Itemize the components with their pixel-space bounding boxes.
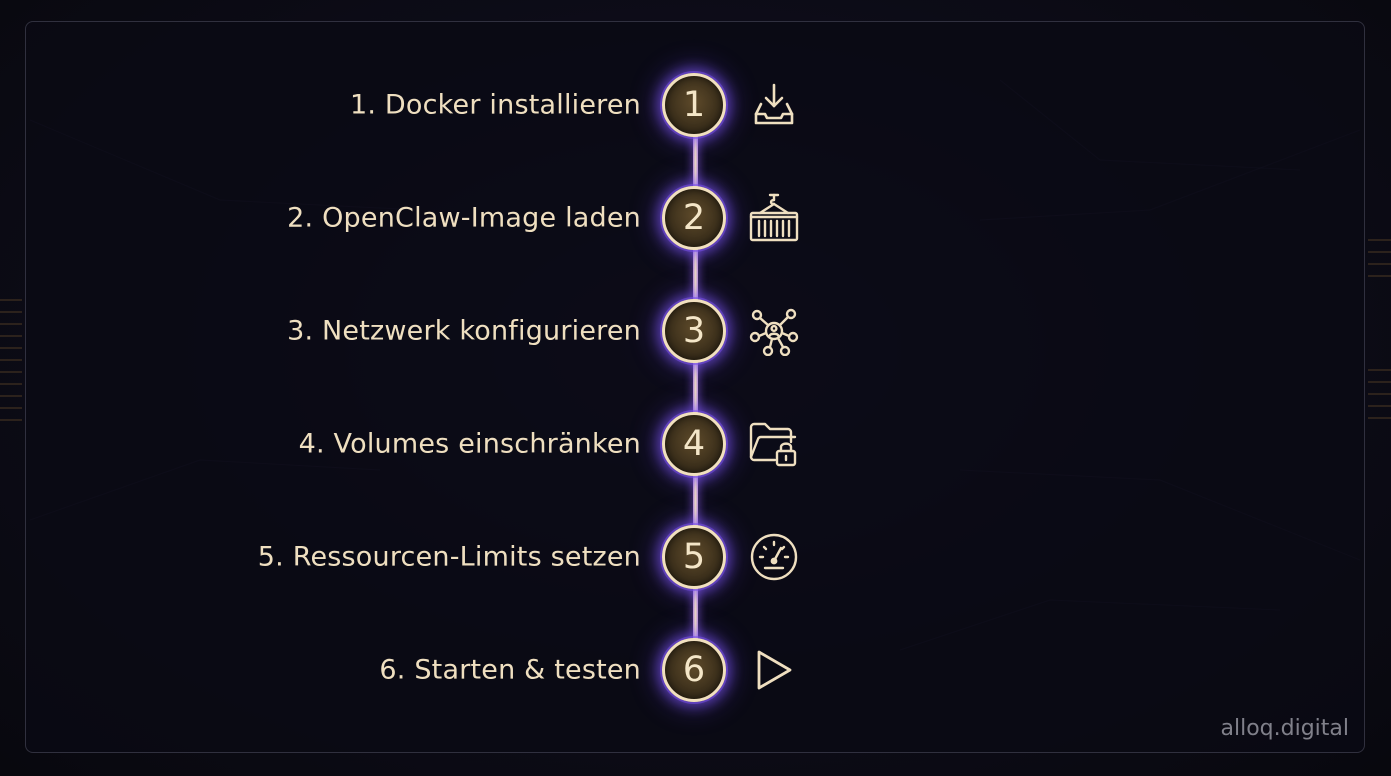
step-label: 6. Starten & testen (379, 654, 641, 686)
step-label: 1. Docker installieren (349, 89, 641, 121)
download-tray-icon (748, 80, 800, 130)
network-nodes-icon (748, 306, 800, 356)
step-label: 2. OpenClaw-Image laden (287, 202, 641, 234)
step-number: 6 (682, 650, 706, 690)
step-number-badge: 4 (662, 412, 726, 476)
step-4: 4. Volumes einschränken 4 (0, 409, 1391, 479)
step-1: 1. Docker installieren 1 (0, 70, 1391, 140)
timeline-connector (693, 105, 698, 670)
step-label: 4. Volumes einschränken (298, 428, 641, 460)
play-icon (748, 645, 800, 695)
step-number-badge: 2 (662, 186, 726, 250)
step-number: 4 (682, 424, 706, 464)
step-label: 5. Ressourcen-Limits setzen (257, 541, 641, 573)
step-6: 6. Starten & testen 6 (0, 635, 1391, 705)
shipping-container-icon (748, 193, 800, 243)
step-number: 2 (682, 198, 706, 238)
step-number-badge: 6 (662, 638, 726, 702)
step-number-badge: 3 (662, 299, 726, 363)
step-number-badge: 1 (662, 73, 726, 137)
folder-lock-icon (748, 419, 800, 469)
step-2: 2. OpenClaw-Image laden 2 (0, 183, 1391, 253)
step-5: 5. Ressourcen-Limits setzen 5 (0, 522, 1391, 592)
brand-watermark: alloq.digital (1220, 716, 1350, 741)
step-number-badge: 5 (662, 525, 726, 589)
step-number: 5 (682, 537, 706, 577)
gauge-icon (748, 532, 800, 582)
step-label: 3. Netzwerk konfigurieren (287, 315, 641, 347)
step-number: 1 (682, 85, 706, 125)
step-3: 3. Netzwerk konfigurieren 3 (0, 296, 1391, 366)
step-number: 3 (682, 311, 706, 351)
